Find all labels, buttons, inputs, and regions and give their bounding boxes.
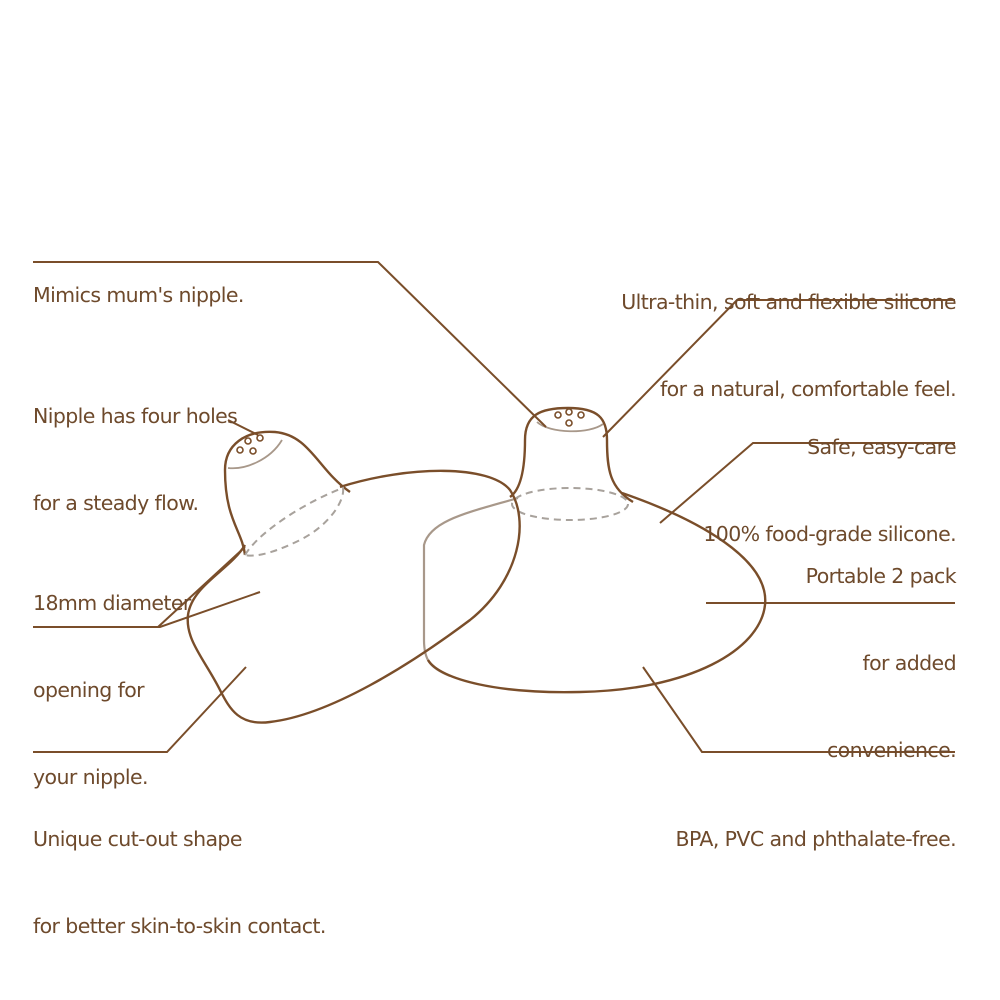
callout-text: for a steady flow. <box>33 491 199 515</box>
right-nipple-base-dashed <box>511 487 629 521</box>
callout-text: Safe, easy-care <box>807 435 956 459</box>
right-shield-back-edge <box>422 496 519 678</box>
callout-safe: Safe, easy-care 100% food-grade silicone… <box>703 375 956 607</box>
callout-text: for a natural, comfortable feel. <box>660 377 957 401</box>
leader-diameter <box>33 591 261 628</box>
callout-text: 18mm diameter <box>33 591 191 615</box>
left-shield-outline <box>186 469 521 724</box>
callout-portable: Portable 2 pack for added convenience. <box>805 504 957 823</box>
leader-cutout <box>33 666 247 753</box>
left-nipple-holes-icon <box>236 434 264 455</box>
callout-text: convenience. <box>826 738 957 762</box>
callout-four-holes: Nipple has four holes for a steady flow. <box>33 344 238 576</box>
callout-text: Unique cut-out shape <box>33 827 242 851</box>
callout-text: opening for <box>33 678 145 702</box>
callout-text: for added <box>862 651 956 675</box>
callout-ultra-thin: Ultra-thin, soft and flexible silicone f… <box>621 230 956 462</box>
callout-cutout: Unique cut-out shape for better skin-to-… <box>33 767 326 999</box>
callout-bpa: BPA, PVC and phthalate-free. <box>675 767 956 912</box>
callout-text: Mimics mum's nipple. <box>33 283 244 307</box>
callout-text: Portable 2 pack <box>805 564 957 588</box>
callout-text: for better skin-to-skin contact. <box>33 914 326 938</box>
right-nipple-outline <box>509 406 634 504</box>
callout-mimics: Mimics mum's nipple. <box>33 223 244 368</box>
leader-ultra-thin <box>602 299 955 438</box>
right-shield-outline <box>426 491 767 694</box>
right-nipple-holes-icon <box>554 408 585 427</box>
leader-diameter-2 <box>157 546 246 628</box>
leader-bpa <box>642 666 955 753</box>
right-nipple-top <box>536 421 604 433</box>
left-nipple-base-dashed <box>243 486 345 557</box>
left-nipple-outline <box>223 430 351 556</box>
leader-four-holes <box>227 419 259 436</box>
callout-text: 100% food-grade silicone. <box>703 522 956 546</box>
left-nipple-top <box>227 439 283 470</box>
callout-text: BPA, PVC and phthalate-free. <box>675 827 956 851</box>
callout-text: Nipple has four holes <box>33 404 238 428</box>
leader-safe <box>659 442 955 524</box>
callout-text: your nipple. <box>33 765 149 789</box>
callout-text: Ultra-thin, soft and flexible silicone <box>621 290 956 314</box>
leader-mimics <box>33 261 547 428</box>
callout-diameter: 18mm diameter opening for your nipple. <box>33 531 191 850</box>
